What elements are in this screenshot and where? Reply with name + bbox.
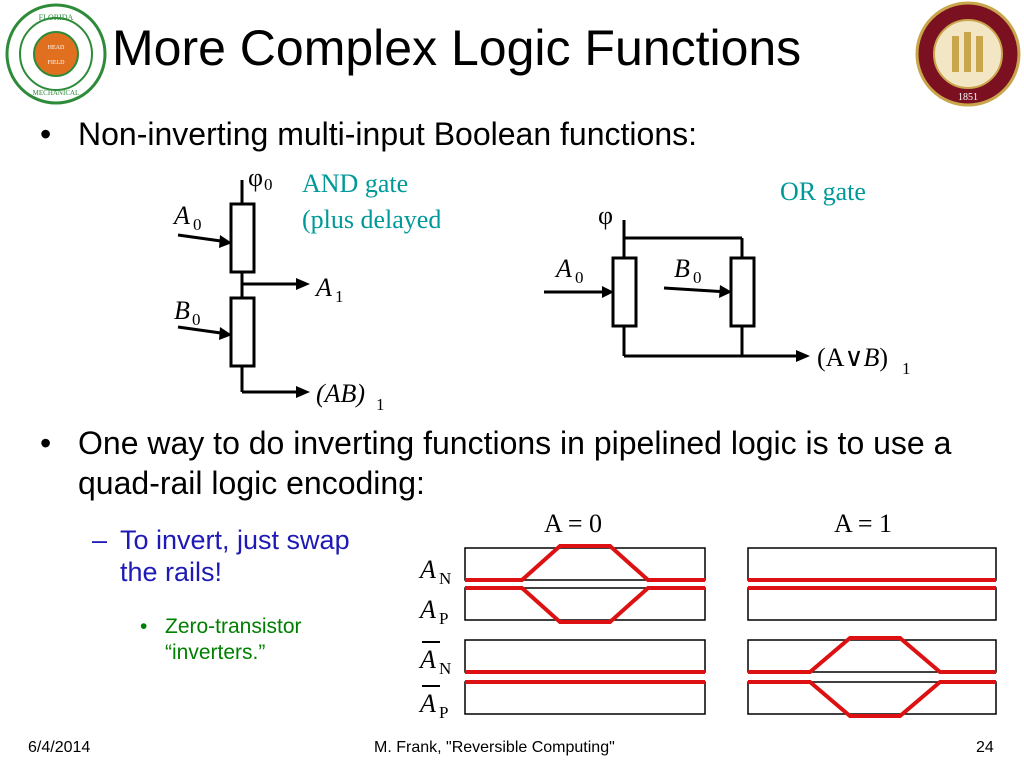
famu-seal-text: FLORIDA [39,13,74,22]
rail-column-a1 [747,547,997,718]
svg-text:1: 1 [335,287,344,306]
bullet-2: • One way to do inverting functions in p… [40,423,1000,507]
and-gate-title: AND gate [302,169,408,198]
bullet-1-text: Non-inverting multi-input Boolean functi… [78,116,697,152]
or-input-b0-label: B [674,254,690,283]
header-a0: A = 0 [544,509,602,538]
svg-text:P: P [439,609,448,628]
svg-text:N: N [439,569,451,588]
svg-text:0: 0 [575,268,584,287]
svg-text:1: 1 [902,359,911,378]
svg-text:A: A [418,689,436,718]
or-gate-diagram: φ A 0 B 0 (A∨B) 1 OR gate [544,177,911,378]
clock-phi0: φ [248,163,263,192]
svg-text:A: A [418,595,436,624]
footer-date: 6/4/2014 [28,739,91,756]
and-gate-subtitle: (plus delayed A) [302,205,440,234]
rail-column-a0 [464,544,706,715]
bullet-dot: • [40,116,52,152]
svg-text:FIELD: FIELD [48,60,66,66]
header-a1: A = 1 [834,509,892,538]
bullet-dot: • [140,615,148,638]
svg-text:0: 0 [264,175,273,194]
output-a1-label: A [314,273,332,302]
famu-logo: FLORIDA MECHANICAL HEAD FIELD [5,3,107,105]
svg-text:0: 0 [193,215,202,234]
or-output-label: (A∨B) [817,343,888,372]
or-clock-phi: φ [598,201,613,230]
svg-text:A: A [418,645,436,674]
slide-title: More Complex Logic Functions [112,20,802,76]
sub-bullet-text: To invert, just swap the rails! [120,525,350,587]
or-input-a0-label: A [554,254,572,283]
svg-text:HEAD: HEAD [48,45,65,51]
rail-label-abar-n: A N [418,641,451,678]
svg-text:1: 1 [376,395,385,414]
fsu-logo: 1851 [915,1,1021,107]
bullet-1: • Non-inverting multi-input Boolean func… [40,114,940,154]
rail-label-an: A N [418,555,451,588]
footer-author: M. Frank, "Reversible Computing" [374,739,615,756]
footer-page-number: 24 [976,739,994,756]
rail-label-ap: A P [418,595,448,628]
sub-bullet: – To invert, just swap the rails! [92,524,352,594]
output-ab1-label: (AB) [316,379,365,408]
bullet-2-text: One way to do inverting functions in pip… [78,425,952,501]
svg-text:N: N [439,659,451,678]
sub-sub-bullet-text: Zero-transistor “inverters.” [165,615,302,664]
dash: – [92,525,108,555]
svg-text:A: A [418,555,436,584]
bullet-dot: • [40,425,52,461]
quad-rail-diagram: A = 0 A = 1 A N A P A N A P [418,509,997,722]
rail-label-abar-p: A P [418,685,448,722]
svg-text:P: P [439,703,448,722]
svg-text:0: 0 [192,310,201,329]
input-b0-label: B [174,296,190,325]
and-gate-diagram: φ 0 A 0 B 0 A 1 (AB) 1 AND gate (plus de… [172,163,440,414]
sub-sub-bullet: • Zero-transistor “inverters.” [140,614,370,670]
or-gate-title: OR gate [780,177,866,206]
input-a0-label: A [172,201,190,230]
fsu-year: 1851 [958,92,978,103]
famu-seal-text: MECHANICAL [33,89,80,97]
svg-text:0: 0 [693,268,702,287]
